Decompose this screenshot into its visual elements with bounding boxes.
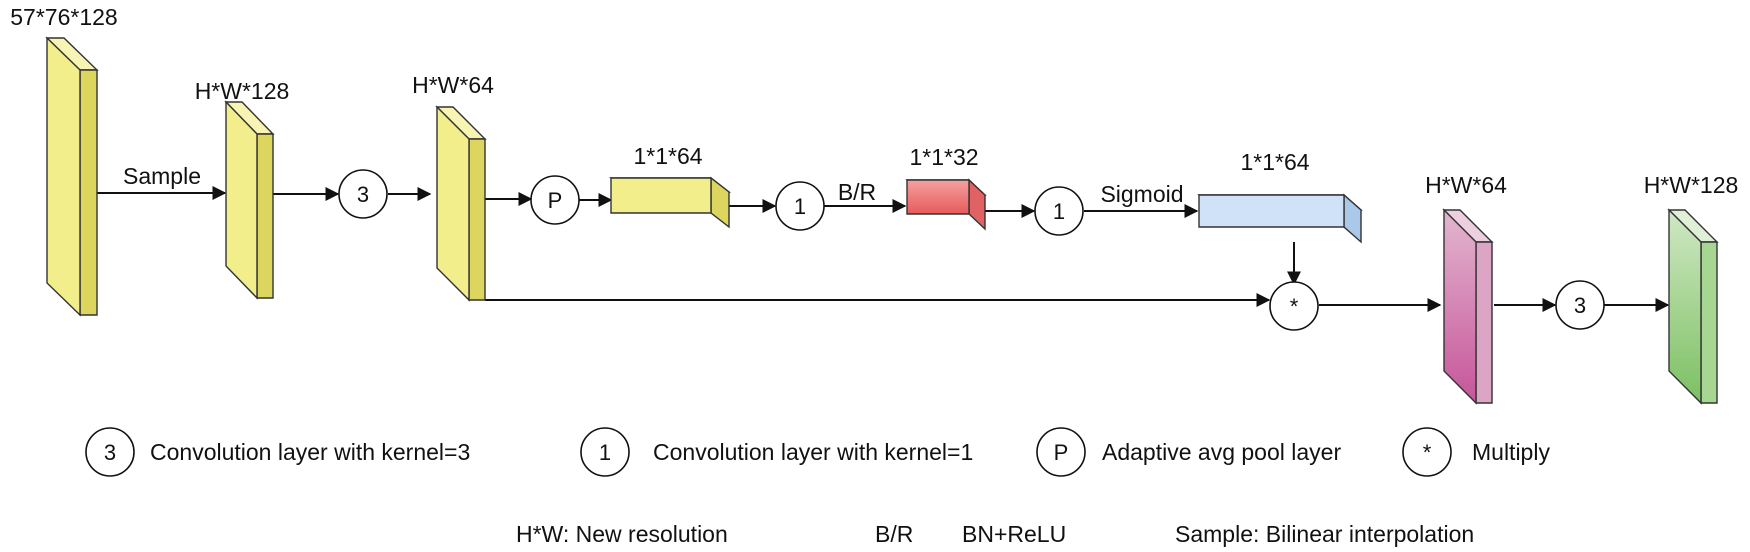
legend-conv3-text: Convolution layer with kernel=3 <box>150 439 470 465</box>
node-multiply-label: * <box>1290 294 1299 319</box>
edge-label-bn-relu: B/R <box>838 179 876 205</box>
node-conv1-a: 1 <box>775 181 825 231</box>
edge-label-sample: Sample <box>123 163 201 189</box>
legend-multiply-symbol-text: * <box>1423 440 1432 465</box>
legend-item-conv1: 1 Convolution layer with kernel=1 <box>580 427 973 477</box>
legend-item-multiply: * Multiply <box>1402 427 1550 477</box>
block-pooled-shape: 1*1*64 <box>633 143 702 169</box>
node-conv1-b: 1 <box>1034 186 1084 236</box>
note-br-value: BN+ReLU <box>962 521 1066 547</box>
legend-pool-symbol-text: P <box>1054 440 1069 465</box>
node-pool: P <box>530 175 580 225</box>
note-br-key: B/R <box>875 521 913 547</box>
node-multiply: * <box>1269 281 1319 331</box>
note-sample: Sample: Bilinear interpolation <box>1175 521 1474 547</box>
node-conv3-b: 3 <box>1555 280 1605 330</box>
legend-conv1-symbol <box>580 427 630 477</box>
edge-label-sigmoid: Sigmoid <box>1100 181 1183 207</box>
legend-multiply-text: Multiply <box>1472 439 1550 465</box>
legend-conv1-text: Convolution layer with kernel=1 <box>653 439 973 465</box>
block-pooled: 1*1*64 <box>608 143 732 229</box>
legend-pool-symbol <box>1036 427 1086 477</box>
block-output-shape: H*W*128 <box>1644 172 1739 198</box>
legend-multiply-symbol <box>1402 427 1452 477</box>
node-pool-label: P <box>548 188 563 213</box>
block-conv3-out-shape: H*W*64 <box>412 72 494 98</box>
legend-conv3-symbol-text: 3 <box>104 440 116 465</box>
block-upsampled: H*W*128 <box>195 78 290 300</box>
block-weighted: H*W*64 <box>1425 172 1507 405</box>
connections <box>97 186 1670 312</box>
block-attention: 1*1*64 <box>1197 149 1363 244</box>
node-conv1-b-label: 1 <box>1053 199 1065 224</box>
block-output: H*W*128 <box>1644 172 1739 405</box>
block-input: 57*76*128 <box>10 4 118 317</box>
node-conv3-a-label: 3 <box>357 182 369 207</box>
block-reduced-shape: 1*1*32 <box>909 144 978 170</box>
node-conv1-a-label: 1 <box>794 194 806 219</box>
legend-conv3-symbol <box>85 427 135 477</box>
legend-pool-text: Adaptive avg pool layer <box>1102 439 1341 465</box>
node-conv3-b-label: 3 <box>1574 293 1586 318</box>
block-reduced: 1*1*32 <box>905 144 987 231</box>
legend-item-conv3: 3 Convolution layer with kernel=3 <box>85 427 470 477</box>
legend-conv1-symbol-text: 1 <box>599 440 611 465</box>
block-upsampled-shape: H*W*128 <box>195 78 290 104</box>
legend-item-pool: P Adaptive avg pool layer <box>1036 427 1341 477</box>
block-attention-shape: 1*1*64 <box>1240 149 1309 175</box>
block-input-shape: 57*76*128 <box>10 4 117 30</box>
node-conv3-a: 3 <box>338 169 388 219</box>
block-conv3-out: H*W*64 <box>412 72 494 302</box>
legend: 3 Convolution layer with kernel=3 1 Conv… <box>85 427 1550 547</box>
block-weighted-shape: H*W*64 <box>1425 172 1507 198</box>
note-resolution: H*W: New resolution <box>516 521 728 547</box>
